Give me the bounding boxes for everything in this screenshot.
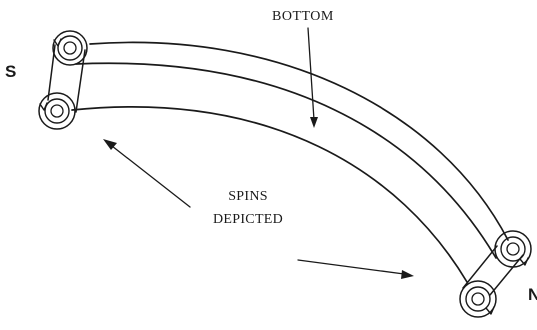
spins-arrow-left-icon <box>103 139 191 208</box>
spins-label-line-2: DEPICTED <box>213 212 284 227</box>
bottom-label: BOTTOM <box>272 9 334 24</box>
magnet-bottom-edge <box>71 106 468 283</box>
spin-icon-n-upper <box>494 230 532 268</box>
magnet-top-edge <box>89 41 509 241</box>
north-pole-label: N <box>528 285 537 304</box>
south-pole-label: S <box>5 62 17 81</box>
spins-depicted-label: SPINS DEPICTED <box>213 185 283 231</box>
spin-icon-s-upper <box>52 30 88 66</box>
spins-arrow-right-icon <box>297 259 414 279</box>
spins-label-line-1: SPINS <box>228 189 268 204</box>
spin-icon-n-lower <box>459 280 497 318</box>
magnet-middle-edge <box>75 62 497 259</box>
bottom-arrow-icon <box>307 27 318 128</box>
right-end-cap <box>462 245 524 296</box>
spin-icon-s-lower <box>38 92 76 130</box>
